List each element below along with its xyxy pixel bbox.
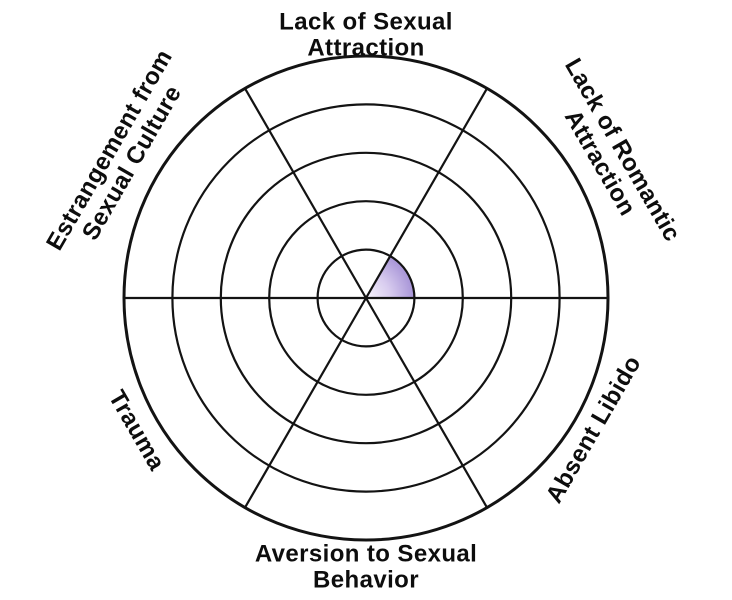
category-label-trauma: Trauma (103, 386, 170, 476)
spoke-4 (244, 297, 367, 509)
spoke-0 (244, 87, 367, 299)
category-label-lack-of-romantic-attraction: Lack of RomanticAttraction (537, 54, 686, 259)
spoke-1 (365, 87, 488, 299)
spoke-3 (365, 297, 488, 509)
value-wedge-lack-of-romantic-attraction (366, 256, 415, 298)
category-label-absent-libido: Absent Libido (541, 351, 647, 508)
category-label-estrangement-from-sexual-culture: Estrangement fromSexual Culture (41, 45, 200, 268)
